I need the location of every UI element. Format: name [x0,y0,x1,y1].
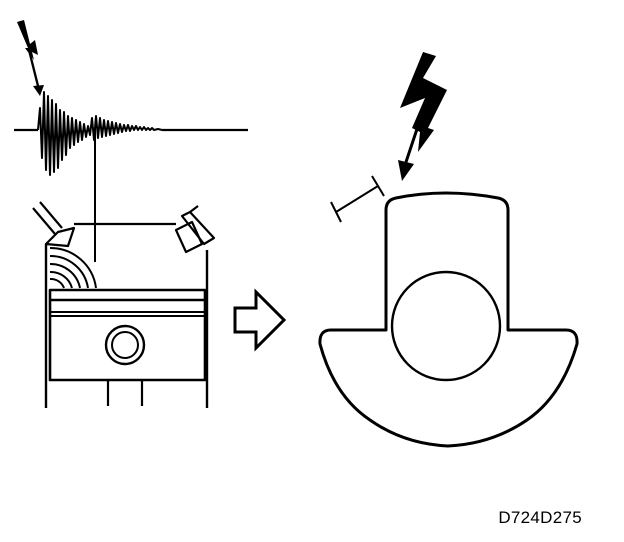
right-arrow-icon [233,288,287,352]
intake-valve [32,201,76,248]
cylinder-piston-illustration [32,201,216,408]
lightning-bolt-icon [17,20,44,96]
exhaust-valve [174,205,216,254]
lightning-bolt-icon [398,52,447,181]
piston-pin-bore [390,270,502,382]
pressure-waves [49,246,97,289]
piston-pin [104,324,146,366]
piston-cross-section [318,175,579,448]
piston [48,288,207,406]
figure-code: D724D275 [498,508,582,527]
knock-waveform [14,91,248,262]
clearance-dimension [330,175,385,223]
